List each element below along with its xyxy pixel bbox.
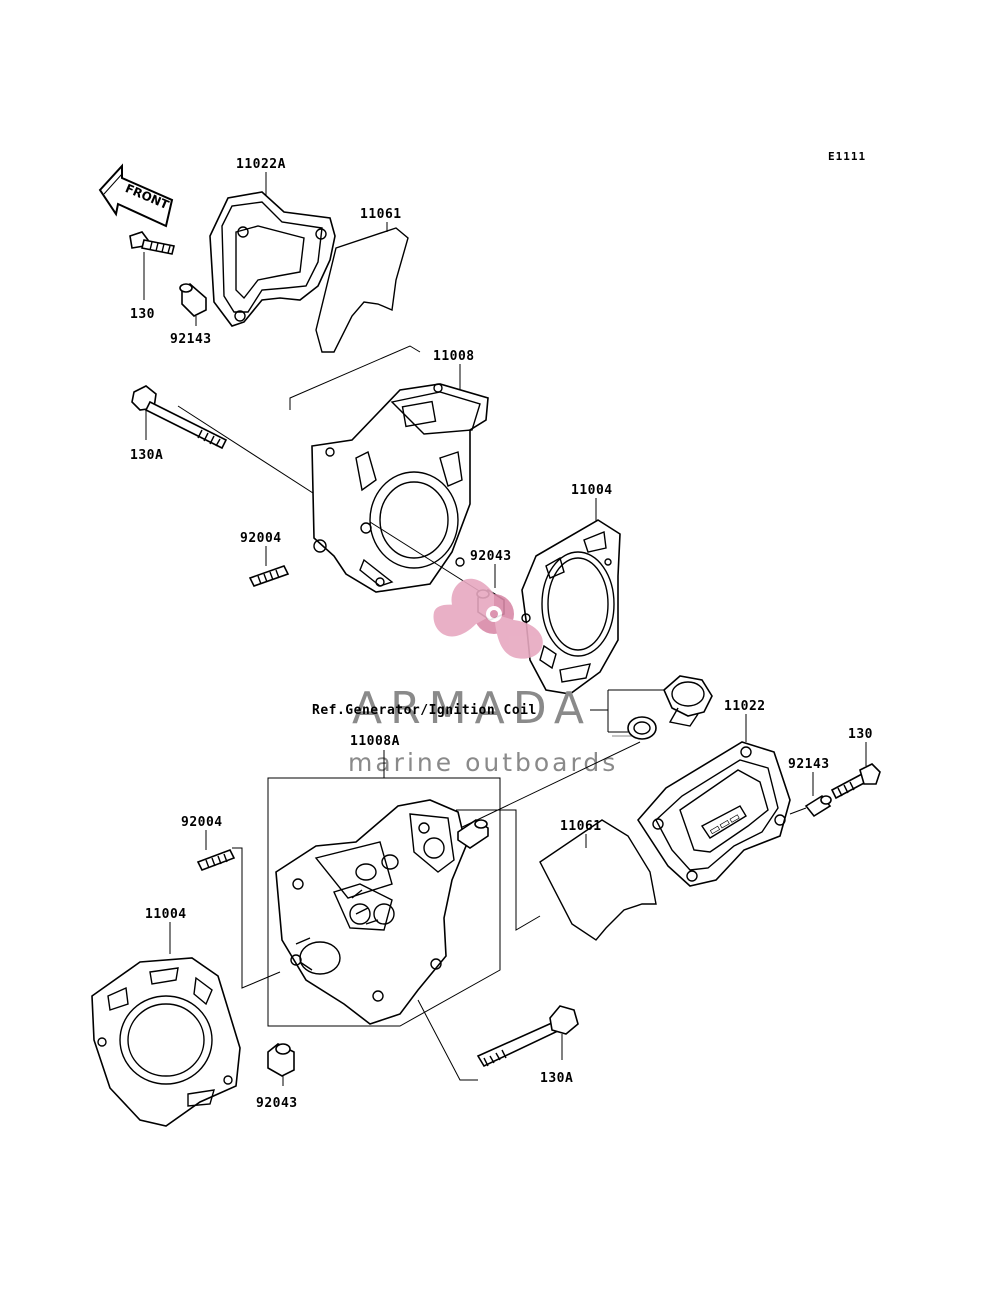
- part-label-11004-top: 11004: [571, 483, 613, 498]
- oil-filler-cap[interactable]: [663, 675, 713, 727]
- part-label-130-bottom: 130: [848, 727, 873, 742]
- cylinder-head-cover-top[interactable]: [209, 191, 336, 327]
- cylinder-head-cover-bottom[interactable]: ▭▭▭: [636, 741, 791, 887]
- part-label-11008: 11008: [433, 349, 475, 364]
- cylinder-head-upper[interactable]: [311, 383, 489, 593]
- bolt-130-bottom[interactable]: [830, 763, 881, 800]
- part-label-11022: 11022: [724, 699, 766, 714]
- part-label-92143-bottom: 92143: [788, 757, 830, 772]
- stud-92004-bottom[interactable]: [196, 848, 236, 872]
- part-label-130a-top: 130A: [130, 448, 163, 463]
- part-label-11061-top: 11061: [360, 207, 402, 222]
- part-label-92043-bottom: 92043: [256, 1096, 298, 1111]
- cylinder-head-gasket-top[interactable]: [521, 519, 621, 695]
- part-label-11004-bottom: 11004: [145, 907, 187, 922]
- dowel-head-top[interactable]: [457, 819, 489, 849]
- dowel-92043-bottom[interactable]: [267, 1043, 295, 1077]
- part-label-92004-top: 92004: [240, 531, 282, 546]
- cylinder-head-gasket-bottom[interactable]: [91, 957, 241, 1127]
- diagram-code: E1111: [828, 150, 866, 163]
- head-cover-gasket-bottom[interactable]: [539, 819, 657, 941]
- dowel-92143-top[interactable]: [179, 282, 207, 317]
- part-label-92004-bottom: 92004: [181, 815, 223, 830]
- part-label-130-top: 130: [130, 307, 155, 322]
- bolt-130a-bottom[interactable]: [476, 1005, 579, 1068]
- part-label-11022a: 11022A: [236, 157, 286, 172]
- part-label-130a-bottom: 130A: [540, 1071, 573, 1086]
- watermark-brand: ARMADA: [352, 683, 592, 734]
- part-label-11061-bottom: 11061: [560, 819, 602, 834]
- front-arrow-icon: FRONT: [98, 163, 174, 228]
- stud-92004-top[interactable]: [248, 565, 290, 587]
- reference-note: Ref.Generator/Ignition Coil: [312, 703, 537, 718]
- part-label-92143-top: 92143: [170, 332, 212, 347]
- head-cover-gasket-top[interactable]: [315, 227, 409, 353]
- watermark-tagline: marine outboards: [348, 748, 618, 777]
- o-ring-seal[interactable]: [627, 716, 657, 740]
- armada-watermark: ARMADA marine outboards: [348, 578, 640, 777]
- dowel-92143-bottom[interactable]: [804, 794, 832, 818]
- propeller-logo-icon: [433, 578, 543, 659]
- bolt-130-top[interactable]: [129, 231, 175, 255]
- part-label-11008a: 11008A: [350, 734, 400, 749]
- bolt-130a-top[interactable]: [131, 385, 228, 450]
- cylinder-head-lower[interactable]: [275, 799, 467, 1025]
- part-label-92043-top: 92043: [470, 549, 512, 564]
